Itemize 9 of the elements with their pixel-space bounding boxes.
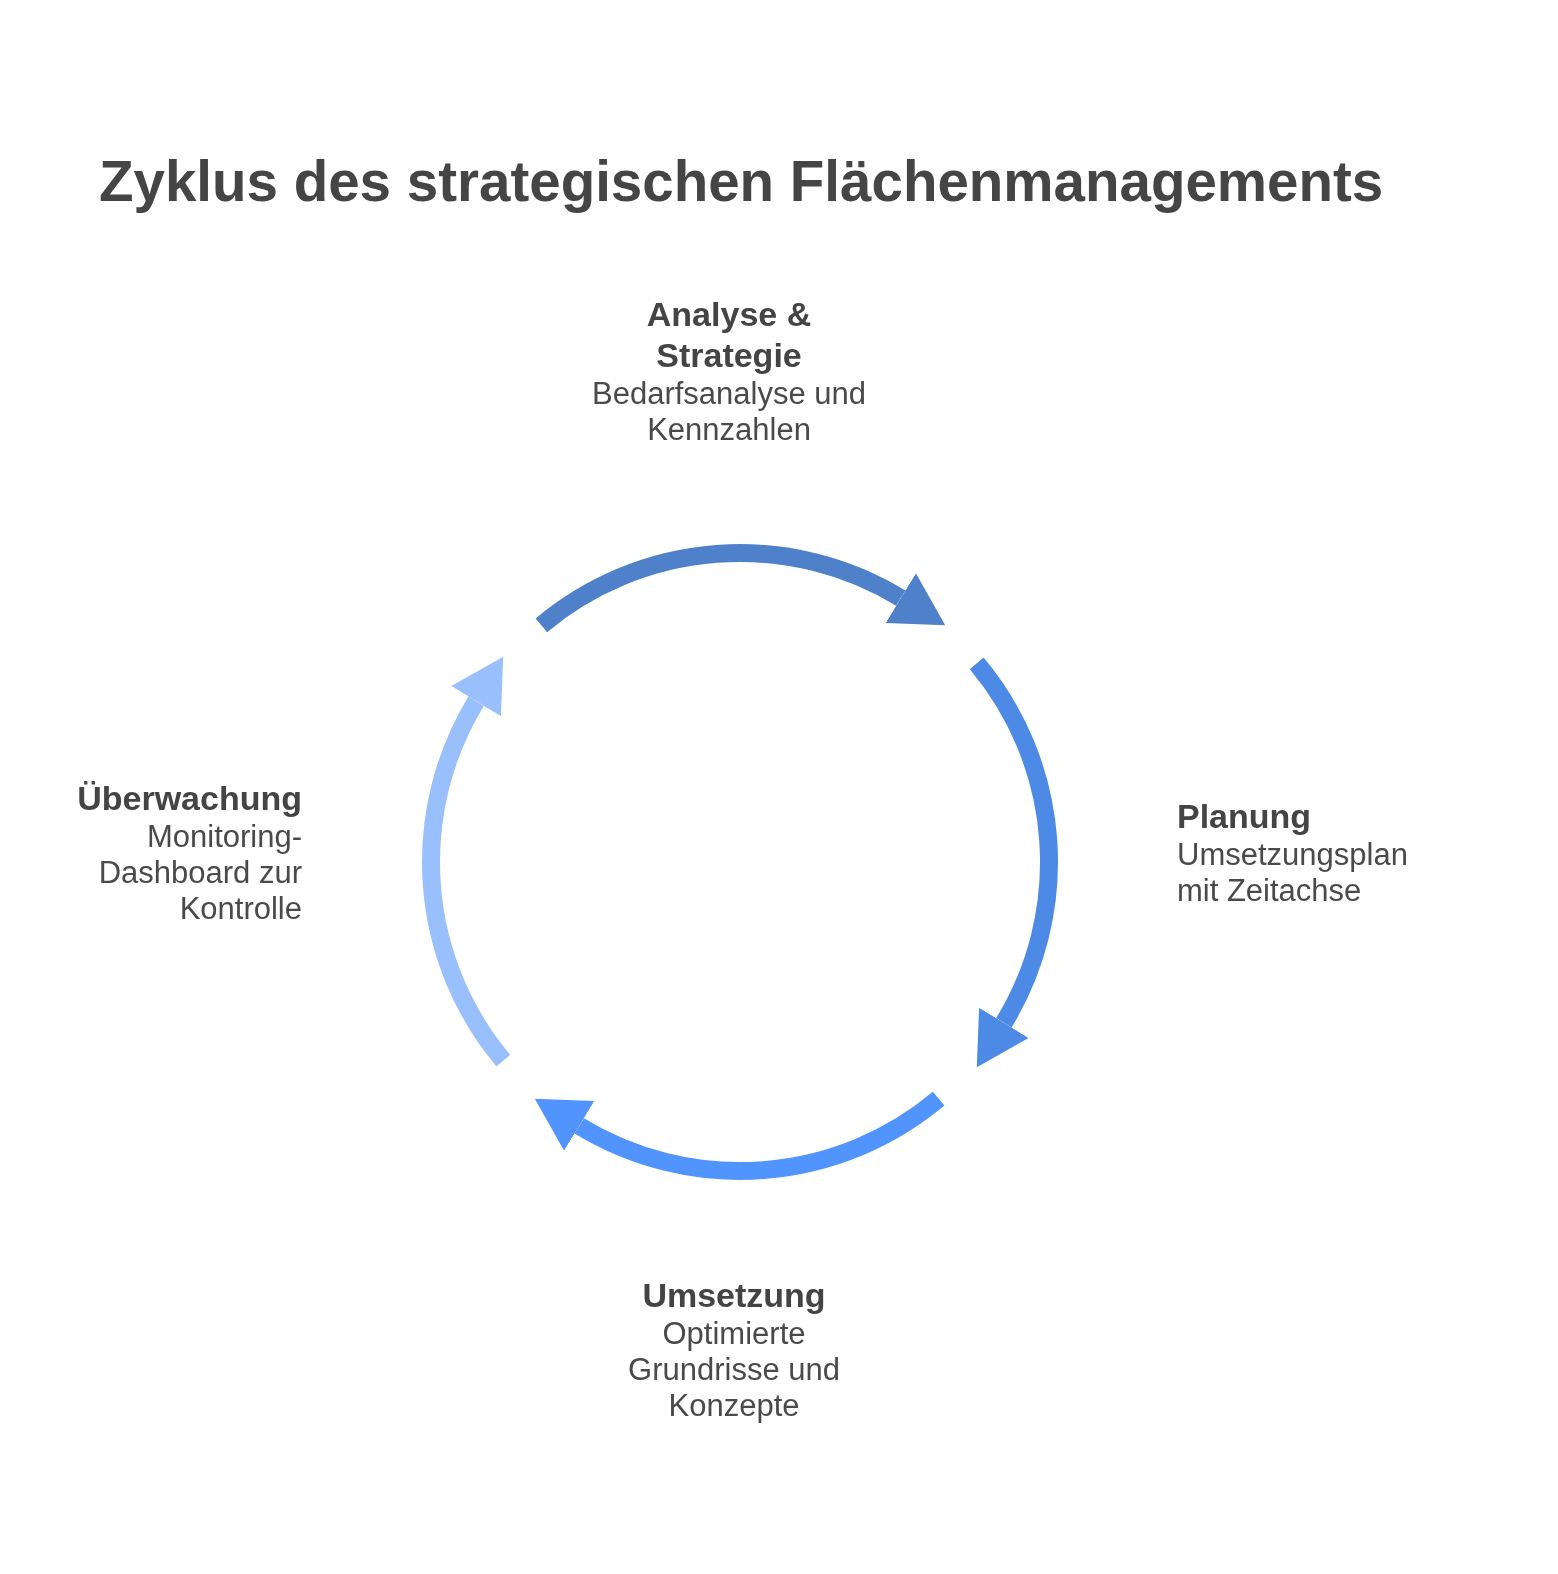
stage-heading: Umsetzung — [642, 1275, 826, 1316]
stage-description: Monitoring-Dashboard zur Kontrolle — [97, 819, 302, 927]
stage-description: Umsetzungsplan mit Zeitachse — [1177, 837, 1409, 909]
stage-heading: Planung — [1177, 796, 1312, 837]
stage-description: Bedarfsanalyse und Kennzahlen — [591, 376, 867, 448]
stage-heading: Analyse & Strategie — [645, 294, 813, 376]
diagram-title: Zyklus des strategischen Flächenmanagements — [99, 149, 1384, 215]
stage-heading: Überwachung — [77, 778, 302, 819]
stage-description: Optimierte Grundrisse und Konzepte — [627, 1316, 841, 1424]
